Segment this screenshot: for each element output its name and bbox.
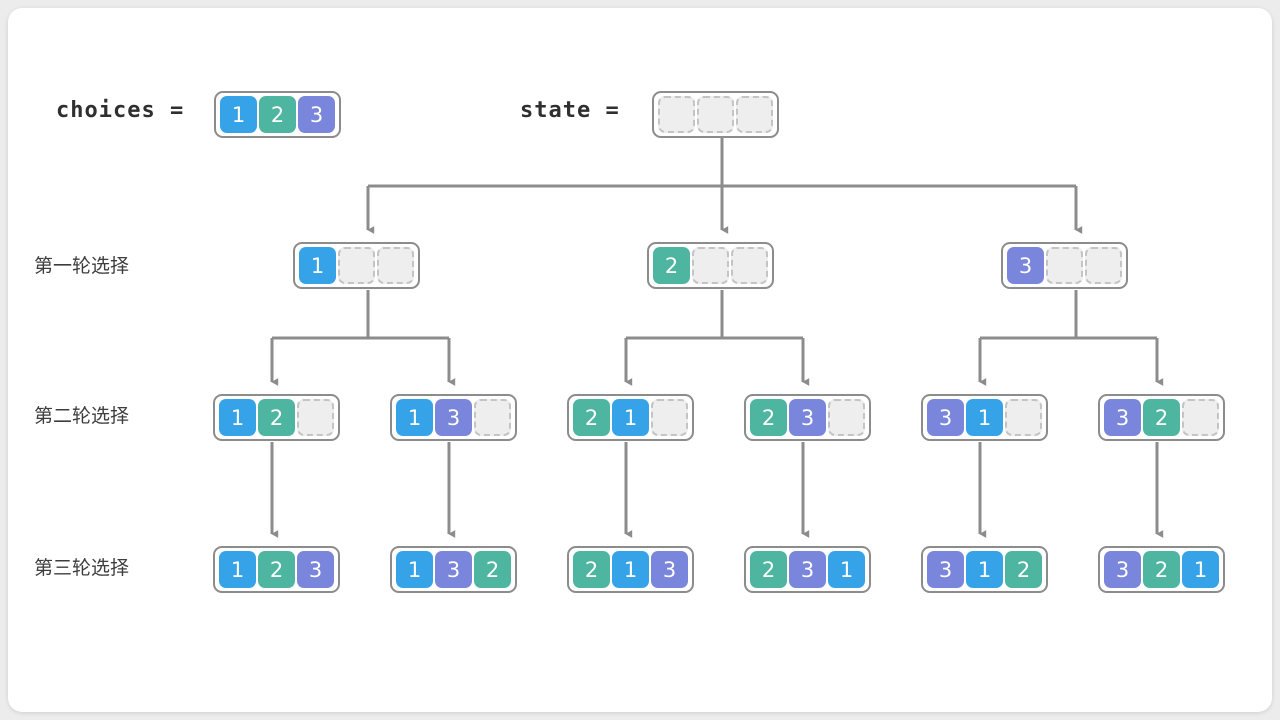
state-cell-1: [697, 96, 734, 133]
tree-node-level3-5-cell-0: 3: [927, 551, 964, 588]
tree-node-level3-3-cell-1: 1: [612, 551, 649, 588]
tree-node-level1-1: 1: [293, 242, 420, 289]
tree-node-level2-2-cell-1: 3: [435, 399, 472, 436]
tree-node-level3-3-cell-0: 2: [573, 551, 610, 588]
tree-node-level1-2: 2: [647, 242, 774, 289]
tree-node-level3-1-cell-1: 2: [258, 551, 295, 588]
tree-node-level2-4-cell-2: [828, 399, 865, 436]
tree-node-level1-3-cell-1: [1046, 247, 1083, 284]
tree-node-level1-2-cell-2: [731, 247, 768, 284]
state-label: state =: [520, 98, 620, 123]
tree-node-level2-6-cell-2: [1182, 399, 1219, 436]
tree-node-level3-1-cell-0: 1: [219, 551, 256, 588]
tree-node-level2-2-cell-0: 1: [396, 399, 433, 436]
state-cell-0: [658, 96, 695, 133]
tree-node-level3-6-cell-1: 2: [1143, 551, 1180, 588]
tree-node-level2-1-cell-2: [297, 399, 334, 436]
tree-node-level2-5-cell-2: [1005, 399, 1042, 436]
tree-node-level1-2-cell-1: [692, 247, 729, 284]
choices-cell-0: 1: [220, 96, 257, 133]
tree-node-level2-2-cell-2: [474, 399, 511, 436]
tree-node-level1-3: 3: [1001, 242, 1128, 289]
tree-node-level3-1-cell-2: 3: [297, 551, 334, 588]
tree-node-level3-6-cell-0: 3: [1104, 551, 1141, 588]
row-label-round-1: 第一轮选择: [34, 255, 130, 277]
choices-cell-2: 3: [298, 96, 335, 133]
tree-node-level2-5-cell-0: 3: [927, 399, 964, 436]
tree-node-level2-3-cell-0: 2: [573, 399, 610, 436]
tree-node-level2-5-cell-1: 1: [966, 399, 1003, 436]
tree-node-level1-1-cell-1: [338, 247, 375, 284]
tree-node-level3-3-cell-2: 3: [651, 551, 688, 588]
tree-node-level3-6-cell-2: 1: [1182, 551, 1219, 588]
tree-node-level1-1-cell-0: 1: [299, 247, 336, 284]
row-label-round-2: 第二轮选择: [34, 405, 130, 427]
tree-node-level2-4-cell-1: 3: [789, 399, 826, 436]
row-label-round-3: 第三轮选择: [34, 557, 130, 579]
tree-node-level2-4-cell-0: 2: [750, 399, 787, 436]
tree-node-level3-5-cell-2: 2: [1005, 551, 1042, 588]
tree-node-level2-6-cell-1: 2: [1143, 399, 1180, 436]
tree-node-level2-3-cell-1: 1: [612, 399, 649, 436]
tree-node-level1-3-cell-2: [1085, 247, 1122, 284]
state-array: [652, 91, 779, 138]
tree-node-level3-2-cell-1: 3: [435, 551, 472, 588]
tree-node-level1-3-cell-0: 3: [1007, 247, 1044, 284]
choices-label: choices =: [56, 98, 185, 123]
tree-node-level3-5-cell-1: 1: [966, 551, 1003, 588]
tree-node-level2-3-cell-2: [651, 399, 688, 436]
tree-node-level3-2-cell-0: 1: [396, 551, 433, 588]
tree-node-level2-1-cell-0: 1: [219, 399, 256, 436]
tree-node-level3-2-cell-2: 2: [474, 551, 511, 588]
tree-node-level1-2-cell-0: 2: [653, 247, 690, 284]
tree-node-level2-1-cell-1: 2: [258, 399, 295, 436]
tree-node-level3-4-cell-0: 2: [750, 551, 787, 588]
choices-cell-1: 2: [259, 96, 296, 133]
tree-node-level2-6-cell-0: 3: [1104, 399, 1141, 436]
tree-node-level3-4-cell-2: 1: [828, 551, 865, 588]
connector-lines: [270, 133, 1164, 538]
state-cell-2: [736, 96, 773, 133]
tree-node-level1-1-cell-2: [377, 247, 414, 284]
tree-node-level3-4-cell-1: 3: [789, 551, 826, 588]
